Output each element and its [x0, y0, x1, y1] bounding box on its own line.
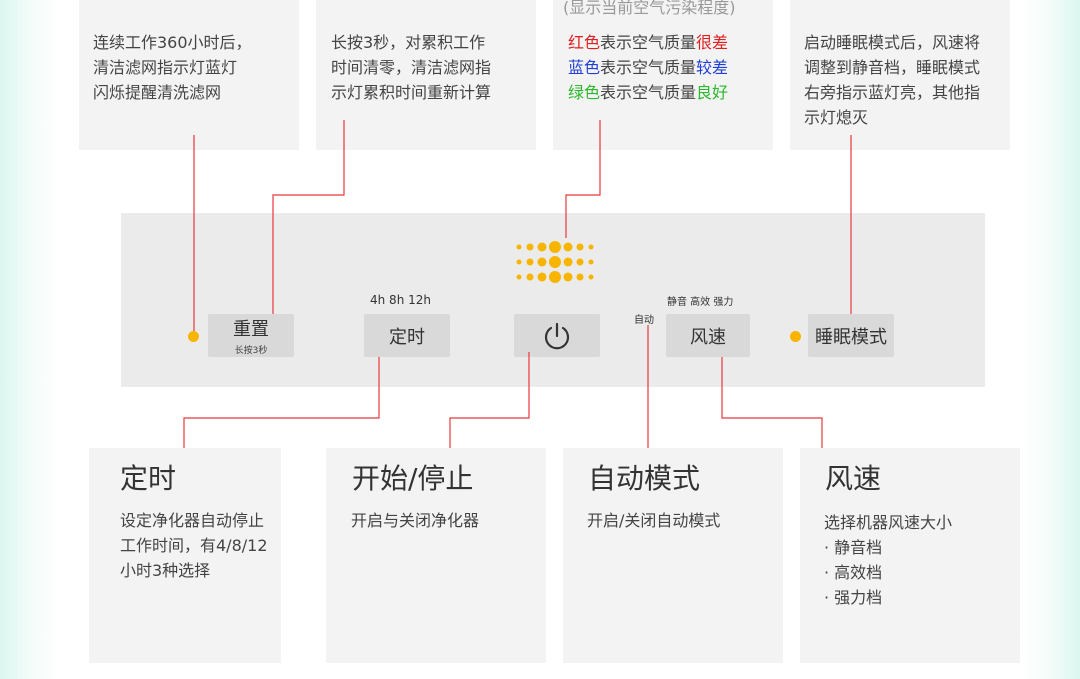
- sleep-led: [790, 331, 801, 342]
- power-icon: [544, 322, 570, 349]
- bottom-fan-speed-title: 风速: [825, 462, 882, 495]
- fan-speed-button[interactable]: 风速: [666, 314, 750, 357]
- air-quality-line-red: 红色表示空气质量很差: [568, 33, 729, 52]
- line-air-quality: [565, 120, 601, 238]
- sleep-mode-button[interactable]: 睡眠模式: [808, 314, 894, 357]
- power-button[interactable]: [514, 314, 600, 357]
- air-quality-text: 红色表示空气质量很差 蓝色表示空气质量较差 绿色表示空气质量良好: [568, 30, 768, 105]
- bottom-start-stop-desc: 开启与关闭净化器: [351, 511, 480, 530]
- reset-info-text: 长按3秒，对累积工作 时间清零，清洁滤网指 示灯累积时间重新计算: [331, 33, 492, 102]
- line-power: [449, 352, 530, 448]
- bottom-start-stop-title: 开始/停止: [352, 462, 474, 495]
- top-box-filter-alert: [79, 0, 299, 150]
- top-box-sleep-info: [790, 0, 1010, 150]
- bottom-box-auto-mode: [563, 448, 783, 663]
- line-fan-speed: [721, 357, 823, 448]
- auto-label: 自动: [634, 315, 654, 326]
- line-reset-button: [272, 120, 345, 314]
- top-box-reset-info: [316, 0, 536, 150]
- bottom-box-start-stop: [326, 448, 546, 663]
- bottom-box-fan-speed: [800, 448, 1020, 663]
- fan-speeds-label: 静音 高效 强力: [667, 297, 734, 308]
- bottom-auto-mode-desc: 开启/关闭自动模式: [587, 511, 721, 530]
- bottom-box-timer: [89, 448, 281, 663]
- filter-alert-text: 连续工作360小时后， 清洁滤网指示灯蓝灯 闪烁提醒清洗滤网: [93, 33, 252, 102]
- bottom-fan-speed-desc: 选择机器风速大小 · 静音档 · 高效档 · 强力档: [824, 513, 953, 607]
- timer-button[interactable]: 定时: [364, 314, 450, 357]
- sleep-info-text: 启动睡眠模式后，风速将 调整到静音档，睡眠模式 右旁指示蓝灯亮，其他指 示灯熄灭: [804, 33, 981, 127]
- air-quality-line-blue: 蓝色表示空气质量较差: [568, 58, 729, 77]
- filter-led: [188, 331, 199, 342]
- bottom-auto-mode-title: 自动模式: [588, 462, 701, 495]
- line-timer: [183, 357, 380, 448]
- top-box-air-quality: [553, 0, 773, 150]
- bottom-timer-desc: 设定净化器自动停止 工作时间，有4/8/12 小时3种选择: [120, 511, 268, 580]
- bottom-timer-title: 定时: [120, 462, 177, 495]
- air-quality-line-green: 绿色表示空气质量良好: [568, 83, 729, 102]
- timer-options-label: 4h 8h 12h: [370, 293, 431, 307]
- reset-button[interactable]: 重置 长按3秒: [208, 314, 294, 357]
- air-quality-title: (显示当前空气污染程度): [563, 0, 736, 17]
- air-quality-indicator-dots: [516, 241, 594, 283]
